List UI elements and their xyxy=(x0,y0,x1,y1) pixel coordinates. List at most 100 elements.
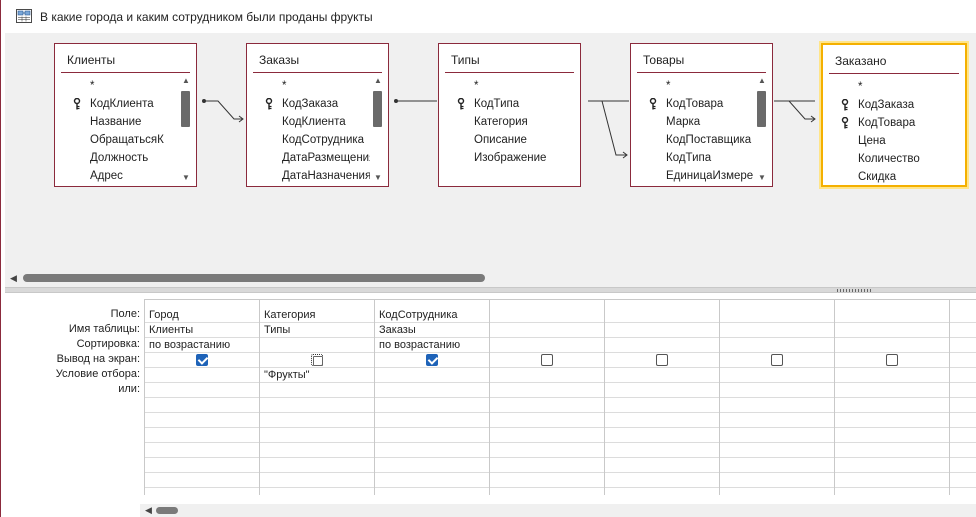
scroll-left-icon[interactable]: ◀ xyxy=(145,505,152,515)
scroll-up-icon[interactable]: ▲ xyxy=(182,76,190,85)
grid-cell-empty[interactable] xyxy=(145,428,259,443)
show-checkbox[interactable] xyxy=(771,354,783,366)
table-box-types[interactable]: Типы * КодТипа Категория Описание Изобра… xyxy=(438,43,581,187)
grid-cell-empty[interactable] xyxy=(950,413,976,428)
field-item[interactable]: ДатаРазмещения xyxy=(282,152,370,164)
field-item[interactable]: Цена xyxy=(858,135,886,147)
splitter-grip-icon[interactable] xyxy=(837,289,873,292)
grid-column[interactable] xyxy=(835,300,950,495)
grid-cell-field[interactable] xyxy=(835,300,949,323)
grid-cell-empty[interactable] xyxy=(490,398,604,413)
grid-cell-empty[interactable] xyxy=(145,398,259,413)
grid-cell-empty[interactable] xyxy=(950,458,976,473)
grid-cell-show[interactable] xyxy=(950,353,976,368)
grid-cell-empty[interactable] xyxy=(950,443,976,458)
grid-cell-empty[interactable] xyxy=(490,473,604,488)
grid-cell-criteria[interactable] xyxy=(145,368,259,383)
table-header[interactable]: Типы xyxy=(445,44,574,73)
field-item[interactable]: Скидка xyxy=(858,171,897,183)
pane-splitter[interactable] xyxy=(5,287,976,293)
table-scrollbar[interactable]: ▲ ▼ xyxy=(372,77,384,182)
field-item[interactable]: Название xyxy=(90,116,142,128)
grid-column[interactable] xyxy=(605,300,720,495)
grid-cell-empty[interactable] xyxy=(950,473,976,488)
show-checkbox[interactable] xyxy=(656,354,668,366)
grid-cell-field[interactable] xyxy=(490,300,604,323)
show-checkbox[interactable] xyxy=(541,354,553,366)
field-list[interactable]: * КодЗаказа КодТовара Цена Количество Ск… xyxy=(823,78,947,183)
design-area-scrollbar[interactable]: ◀ xyxy=(5,269,976,287)
table-box-orders[interactable]: Заказы * КодЗаказа КодКлиента КодСотрудн… xyxy=(246,43,389,187)
scroll-up-icon[interactable]: ▲ xyxy=(374,76,382,85)
join-types-products[interactable] xyxy=(394,99,630,159)
grid-cell-empty[interactable] xyxy=(145,413,259,428)
grid-cell-empty[interactable] xyxy=(145,443,259,458)
grid-cell-or[interactable] xyxy=(260,383,374,398)
field-item[interactable]: Изображение xyxy=(474,152,547,164)
grid-cell-empty[interactable] xyxy=(260,443,374,458)
show-checkbox[interactable] xyxy=(196,354,208,366)
field-item[interactable]: Марка xyxy=(666,116,701,128)
table-header[interactable]: Клиенты xyxy=(61,44,190,73)
scroll-down-icon[interactable]: ▼ xyxy=(374,173,382,182)
grid-cell-empty[interactable] xyxy=(720,443,834,458)
field-item[interactable]: * xyxy=(474,80,479,92)
scroll-down-icon[interactable]: ▼ xyxy=(182,173,190,182)
grid-scrollbar[interactable]: ◀ xyxy=(140,504,976,517)
grid-cell-empty[interactable] xyxy=(720,428,834,443)
grid-cell-show[interactable] xyxy=(490,353,604,368)
grid-cell-criteria[interactable] xyxy=(375,368,489,383)
field-item[interactable]: Описание xyxy=(474,134,527,146)
grid-cell-table[interactable] xyxy=(950,323,976,338)
table-scrollbar[interactable]: ▲ ▼ xyxy=(756,77,768,182)
grid-cell-empty[interactable] xyxy=(145,458,259,473)
field-list[interactable]: * КодЗаказа КодКлиента КодСотрудника Дат… xyxy=(247,77,370,184)
grid-cell-sort[interactable]: по возрастанию xyxy=(375,338,489,353)
grid-cell-empty[interactable] xyxy=(835,458,949,473)
grid-cell-empty[interactable] xyxy=(950,428,976,443)
grid-cell-or[interactable] xyxy=(605,383,719,398)
table-design-area[interactable]: Клиенты * КодКлиента Название Обращаться… xyxy=(5,33,976,269)
field-item[interactable]: Количество xyxy=(858,153,920,165)
grid-cell-empty[interactable] xyxy=(605,473,719,488)
grid-cell-field[interactable] xyxy=(605,300,719,323)
field-item[interactable]: * xyxy=(282,80,287,92)
grid-cell-criteria[interactable] xyxy=(950,368,976,383)
scroll-up-icon[interactable]: ▲ xyxy=(758,76,766,85)
scroll-down-icon[interactable]: ▼ xyxy=(758,173,766,182)
grid-cell-table[interactable]: Типы xyxy=(260,323,374,338)
grid-cell-empty[interactable] xyxy=(835,398,949,413)
grid-cell-sort[interactable] xyxy=(605,338,719,353)
field-item[interactable]: КодПоставщика xyxy=(666,134,752,146)
grid-cell-sort[interactable]: по возрастанию xyxy=(145,338,259,353)
show-checkbox[interactable] xyxy=(426,354,438,366)
grid-cell-field[interactable]: Категория xyxy=(260,300,374,323)
grid-cell-sort[interactable] xyxy=(950,338,976,353)
field-list[interactable]: * КодКлиента Название ОбращатьсяК Должно… xyxy=(55,77,178,184)
grid-cell-empty[interactable] xyxy=(375,428,489,443)
grid-cell-show[interactable] xyxy=(260,353,374,368)
grid-cell-empty[interactable] xyxy=(720,413,834,428)
grid-cell-criteria[interactable] xyxy=(720,368,834,383)
table-box-products[interactable]: Товары * КодТовара Марка КодПоставщика К… xyxy=(630,43,773,187)
grid-cell-show[interactable] xyxy=(145,353,259,368)
field-item[interactable]: КодЗаказа xyxy=(247,95,370,113)
field-list[interactable]: * КодТипа Категория Описание Изображение xyxy=(439,77,562,184)
grid-cell-empty[interactable] xyxy=(605,398,719,413)
table-header[interactable]: Заказы xyxy=(253,44,382,73)
grid-cell-field[interactable] xyxy=(950,300,976,323)
grid-cell-empty[interactable] xyxy=(375,398,489,413)
grid-cell-table[interactable] xyxy=(835,323,949,338)
scroll-left-icon[interactable]: ◀ xyxy=(10,273,17,283)
grid-cell-criteria[interactable] xyxy=(490,368,604,383)
grid-cell-field[interactable]: Город xyxy=(145,300,259,323)
grid-cell-empty[interactable] xyxy=(605,458,719,473)
grid-cell-sort[interactable] xyxy=(835,338,949,353)
grid-cell-table[interactable]: Клиенты xyxy=(145,323,259,338)
grid-cell-empty[interactable] xyxy=(375,443,489,458)
field-item[interactable]: КодТовара xyxy=(631,95,754,113)
field-item[interactable]: КодТовара xyxy=(823,114,947,132)
grid-cell-or[interactable] xyxy=(950,383,976,398)
